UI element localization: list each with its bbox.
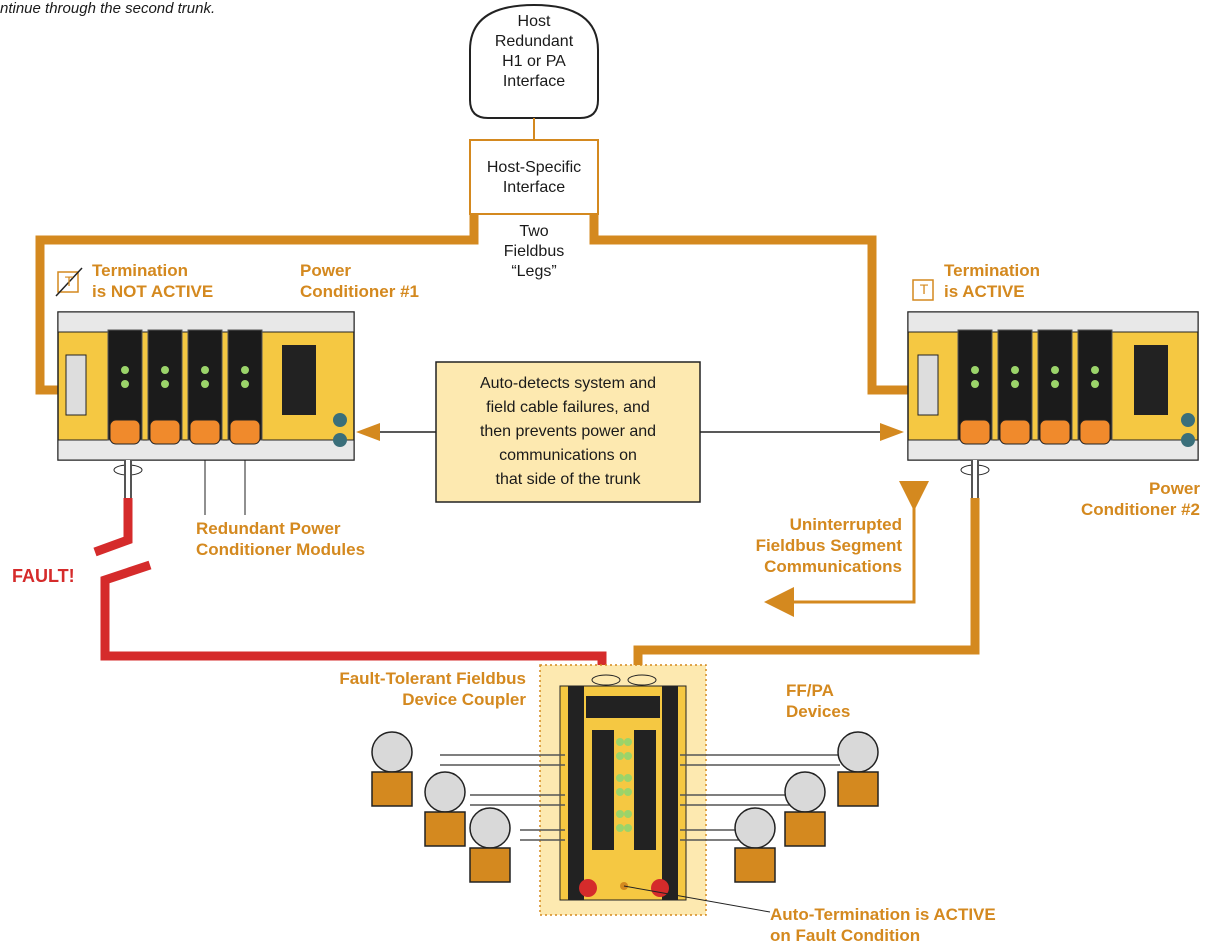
center-line-5: that side of the trunk [495, 471, 641, 488]
termination-not-active-label: Termination is NOT ACTIVE [92, 260, 213, 302]
host-specific-box [469, 139, 599, 215]
modules-line-1: Redundant Power [196, 519, 341, 538]
termination-not-active-symbol [55, 267, 83, 297]
host-specific-label: Host-Specific Interface [470, 158, 598, 198]
pc1-line-1: Power [300, 261, 352, 280]
right-term-line-2: is ACTIVE [944, 282, 1025, 301]
caption-top: ntinue through the second trunk. [0, 0, 216, 17]
center-line-2: field cable failures, and [486, 399, 650, 416]
coupler-label: Fault-Tolerant Fieldbus Device Coupler [300, 668, 526, 710]
communications-arrow [764, 481, 929, 617]
legs-line-1: Two [519, 223, 549, 240]
auto-term-line-1: Auto-Termination is ACTIVE [770, 905, 996, 924]
left-term-line-2: is NOT ACTIVE [92, 282, 214, 301]
device-coupler [559, 685, 687, 901]
host-interface-box [469, 3, 599, 119]
fault-label: FAULT! [12, 566, 75, 586]
termination-active-t: T [919, 281, 929, 297]
right-fieldbus-leg [589, 214, 915, 395]
uninterrupted-line-1: Uninterrupted [789, 515, 902, 534]
host-line-1: Host [517, 13, 551, 30]
center-line-1: Auto-detects system and [479, 375, 657, 392]
redundant-modules-label: Redundant Power Conditioner Modules [196, 518, 365, 560]
uninterrupted-line-3: Communications [764, 557, 902, 576]
right-term-line-1: Termination [944, 261, 1041, 280]
pc1-line-2: Conditioner #1 [300, 282, 420, 301]
field-devices [371, 731, 879, 883]
coupler-line-2: Device Coupler [402, 690, 526, 709]
pc2-line-1: Power [1148, 479, 1200, 498]
host-line-4: Interface [502, 73, 566, 90]
left-arrowhead [356, 423, 380, 441]
termination-active-label: Termination is ACTIVE [944, 260, 1040, 302]
coupler-line-1: Fault-Tolerant Fieldbus [339, 669, 526, 688]
left-fieldbus-leg [35, 214, 479, 395]
right-arrowhead [880, 423, 904, 441]
termination-active-symbol [912, 279, 934, 301]
auto-detect-text: Auto-detects system and field cable fail… [436, 372, 700, 492]
ffpa-line-1: FF/PA [786, 681, 834, 700]
uninterrupted-label: Uninterrupted Fieldbus Segment Communica… [730, 514, 902, 577]
modules-line-2: Conditioner Modules [196, 540, 366, 559]
left-term-line-1: Termination [92, 261, 189, 280]
center-line-3: then prevents power and [479, 423, 657, 440]
host-line-2: Redundant [494, 33, 574, 50]
auto-termination-label: Auto-Termination is ACTIVE on Fault Cond… [770, 904, 996, 946]
host-line-3: H1 or PA [502, 53, 566, 70]
center-line-4: communications on [499, 447, 637, 464]
pc2-line-2: Conditioner #2 [1080, 500, 1200, 519]
power-conditioner-1-label: Power Conditioner #1 [300, 260, 419, 302]
host-specific-line-2: Interface [502, 179, 566, 196]
uninterrupted-line-2: Fieldbus Segment [755, 536, 902, 555]
ffpa-label: FF/PA Devices [786, 680, 850, 722]
power-conditioner-2 [907, 311, 1199, 461]
power-conditioner-2-label: Power Conditioner #2 [1044, 478, 1200, 520]
faulted-cable [93, 498, 133, 557]
host-interface-label: Host Redundant H1 or PA Interface [470, 12, 598, 92]
host-specific-line-1: Host-Specific [486, 159, 582, 176]
auto-term-line-2: on Fault Condition [770, 926, 921, 945]
power-conditioner-1 [57, 311, 355, 461]
legs-line-2: Fieldbus [503, 243, 565, 260]
ffpa-line-2: Devices [786, 702, 851, 721]
termination-not-active-t: T [64, 273, 74, 289]
auto-detect-box [435, 361, 701, 503]
legs-line-3: “Legs” [511, 263, 557, 280]
fieldbus-legs-label: Two Fieldbus “Legs” [484, 222, 584, 282]
